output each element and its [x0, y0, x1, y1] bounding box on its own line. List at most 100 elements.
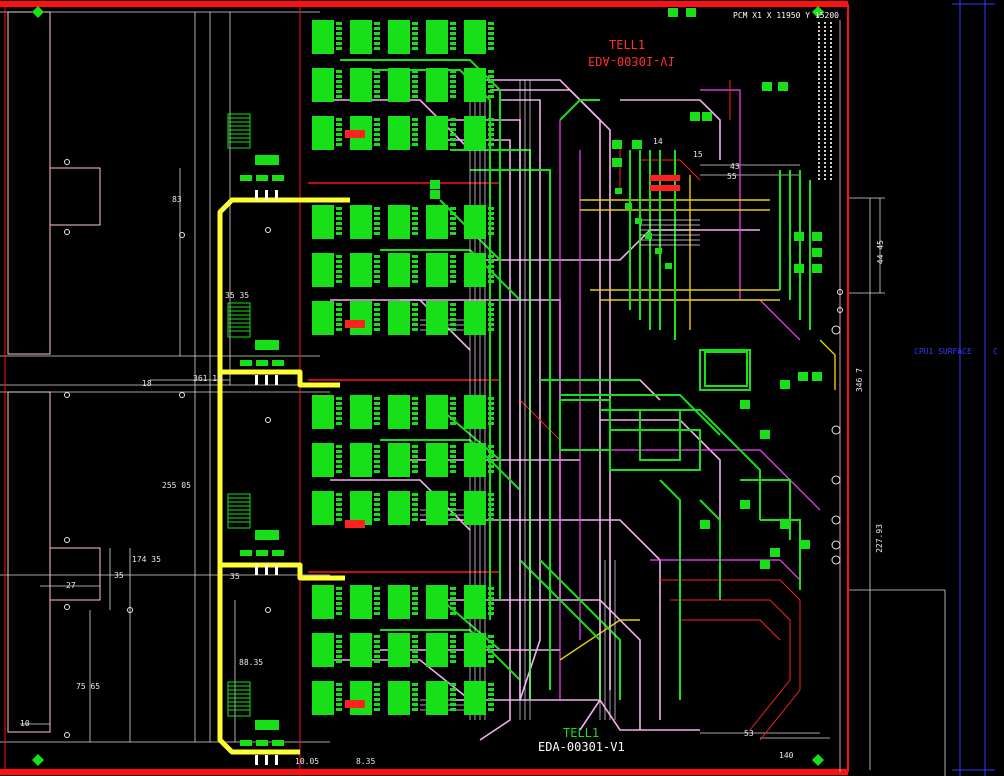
pad: [488, 640, 494, 643]
pad: [450, 422, 456, 425]
pad: [272, 175, 284, 181]
pad: [336, 42, 342, 45]
pad: [812, 372, 822, 381]
pad: [374, 85, 380, 88]
pad: [336, 227, 342, 230]
pad: [488, 42, 494, 45]
connector-pin: [824, 38, 826, 40]
pad: [336, 698, 342, 701]
board-title-bottom: TELL1: [563, 726, 600, 740]
pad: [374, 455, 380, 458]
pad: [374, 470, 380, 473]
pad: [336, 587, 342, 590]
connector-pin: [818, 154, 820, 156]
connector-block: [227, 113, 251, 717]
pad: [374, 422, 380, 425]
pad: [488, 402, 494, 405]
pad: [336, 460, 342, 463]
pad: [374, 417, 380, 420]
connector-pin: [824, 110, 826, 112]
pad: [450, 607, 456, 610]
pad: [488, 212, 494, 215]
pad: [412, 703, 418, 706]
connector-pin: [824, 174, 826, 176]
pad: [412, 308, 418, 311]
pad: [374, 650, 380, 653]
pad: [464, 20, 486, 54]
side-panel-lines: [952, 0, 995, 776]
connector-pin: [824, 58, 826, 60]
pad: [350, 68, 372, 102]
pad: [412, 275, 418, 278]
pad: [374, 450, 380, 453]
pad: [612, 158, 622, 167]
pad: [312, 205, 334, 239]
pad: [488, 260, 494, 263]
pad: [632, 140, 642, 149]
pad: [450, 255, 456, 258]
connector-pin: [824, 126, 826, 128]
dim-label: 15: [693, 150, 703, 159]
pad: [426, 681, 448, 715]
pad: [450, 655, 456, 658]
coordinate-readout[interactable]: PCM X1 X 11950 Y 15200: [733, 11, 839, 20]
connector-pin: [830, 178, 832, 180]
pad: [450, 592, 456, 595]
pad: [388, 205, 410, 239]
pad: [668, 8, 678, 17]
pad: [412, 70, 418, 73]
pad: [412, 232, 418, 235]
pad: [488, 688, 494, 691]
pad: [374, 42, 380, 45]
pad: [488, 80, 494, 83]
pad: [374, 123, 380, 126]
pad: [374, 308, 380, 311]
pad: [426, 301, 448, 335]
connector-pin: [830, 102, 832, 104]
connector-pin: [818, 102, 820, 104]
pad: [412, 498, 418, 501]
pad: [412, 407, 418, 410]
pad: [700, 520, 710, 529]
pad: [374, 445, 380, 448]
pad: [645, 233, 652, 239]
pad: [272, 550, 284, 556]
pad: [374, 128, 380, 131]
connector-pin: [830, 126, 832, 128]
pad: [336, 508, 342, 511]
pad: [240, 175, 252, 181]
pad: [464, 205, 486, 239]
green-diamond-icon: [32, 6, 44, 18]
pad: [275, 190, 278, 200]
pad: [240, 550, 252, 556]
pad: [272, 740, 284, 746]
connector-pin: [824, 138, 826, 140]
pad: [336, 22, 342, 25]
pad: [488, 32, 494, 35]
connector-pin: [824, 98, 826, 100]
pad: [450, 313, 456, 316]
pad: [350, 443, 372, 477]
pad: [450, 42, 456, 45]
pad: [488, 698, 494, 701]
pad: [412, 470, 418, 473]
pad: [426, 205, 448, 239]
pad: [450, 470, 456, 473]
pad: [336, 328, 342, 331]
connector-pin: [830, 26, 832, 28]
connector-pin: [830, 62, 832, 64]
pad: [450, 227, 456, 230]
pad: [336, 222, 342, 225]
pad: [336, 303, 342, 306]
pad: [450, 143, 456, 146]
connector-pin: [824, 66, 826, 68]
connector-pin: [824, 142, 826, 144]
connector-pin: [818, 82, 820, 84]
pad: [412, 32, 418, 35]
connector-pin: [830, 82, 832, 84]
connector-pin: [824, 94, 826, 96]
pad: [488, 412, 494, 415]
dim-label: 227.93: [875, 524, 884, 553]
